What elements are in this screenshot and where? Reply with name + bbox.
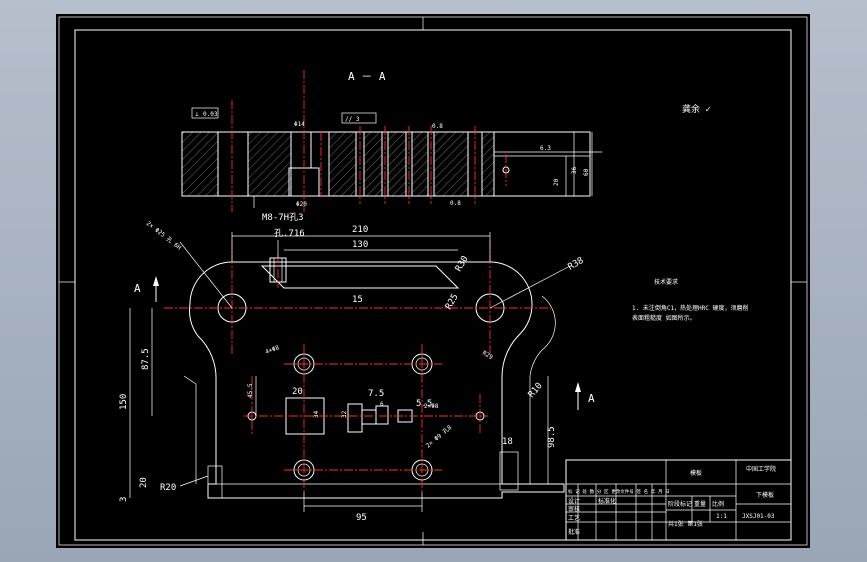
cavity-2: [347, 403, 363, 433]
label-m8: M8-7H孔3: [262, 212, 304, 223]
radius-r30: R30: [454, 254, 471, 273]
notes-title: 技术要求: [654, 278, 678, 286]
dim-34: 34: [313, 410, 320, 418]
tb-approve: 批准: [568, 528, 580, 536]
notes-line-1: 1. 未注倒角C1，热处理HRC 硬度，须磨削: [632, 304, 749, 312]
tb-ratio: 比例: [712, 500, 724, 508]
radius-r20: R20: [160, 483, 176, 493]
tb-process: 工艺: [568, 514, 580, 522]
section-marker-left: A: [134, 282, 141, 295]
tb-sheet: 共1张 第1张: [668, 520, 703, 528]
dim-3: 3: [119, 497, 129, 502]
dim-6: 6: [380, 401, 384, 408]
tb-weight: 重量: [694, 500, 706, 508]
parallel-value: // 3: [345, 116, 360, 123]
notes-line-2: 表面粗糙度 如图所示。: [632, 314, 696, 322]
dim-18: 18: [502, 437, 513, 447]
plate-outline: [183, 261, 565, 499]
tb-checker: 审核: [568, 505, 580, 513]
dim-60: 60: [583, 168, 590, 176]
tol-6-3: 6.3: [540, 145, 551, 152]
long-slot: [260, 265, 460, 289]
tb-drawing-name: 下模板: [756, 491, 774, 499]
section-title: A － A: [348, 70, 386, 83]
section-marker-right: A: [588, 392, 595, 405]
dim-20-right: 20: [553, 178, 560, 186]
cad-drawing-canvas[interactable]: A － A: [56, 14, 810, 548]
dim-phi20: Φ20: [296, 201, 307, 208]
tb-company: 中国工学院: [746, 465, 776, 473]
cavity-4: [375, 405, 389, 425]
dim-87-5: 87.5: [141, 348, 151, 370]
dim-5-5: 5.5: [416, 399, 432, 409]
dim-98-5: 98.5: [547, 426, 557, 448]
parallel-frame: [341, 112, 377, 124]
tb-part-name: 模板: [690, 469, 702, 477]
cavity-3: [361, 409, 377, 425]
dim-95: 95: [356, 513, 367, 523]
dim-210: 210: [352, 225, 368, 235]
tb-header-row: 标 记 处 数 分 区 更改文件号 签 名 年 月 日: [568, 488, 670, 495]
section-view: [181, 70, 591, 212]
roughness-a: 0.8: [432, 123, 443, 130]
tb-designer: 设计: [568, 497, 580, 505]
radius-r10: R10: [527, 381, 545, 400]
dim-36: 36: [571, 166, 578, 174]
tb-stage: 阶段标记: [668, 500, 692, 508]
dim-150: 150: [119, 394, 129, 410]
dim-phi14: Φ14: [294, 121, 305, 128]
label-thread-r: 2×Φ8: [424, 403, 439, 410]
label-holes-top: 2× Φ25 孔 6H: [145, 219, 183, 251]
dim-7-5: 7.5: [368, 389, 384, 399]
dim-20-slot: 20: [292, 387, 303, 397]
flatness-value: 0.03: [203, 111, 218, 118]
dim-32: 32: [341, 410, 348, 418]
title-block: [565, 459, 792, 541]
outer-border: [58, 16, 808, 546]
drawing-sheet: A － A: [56, 14, 810, 548]
label-holes-pin: 2× Φ9 孔8: [424, 423, 453, 449]
radius-r29: R29: [481, 350, 494, 362]
label-holes-mid: 4×Φ8: [264, 344, 280, 356]
perp-symbol: ⊥: [195, 111, 199, 118]
radius-r38: R38: [567, 256, 586, 273]
tb-drawing-no: JXSJ01-03: [742, 513, 775, 520]
dim-20-left: 20: [139, 477, 149, 488]
signoff-text: 龚余 ✓: [682, 103, 711, 115]
radius-r25: R25: [444, 292, 461, 311]
tb-standard: 标准化: [598, 497, 616, 505]
dim-45-5: 45.5: [247, 383, 254, 398]
inner-border: [74, 29, 792, 541]
tb-scale: 1:1: [716, 513, 727, 520]
dim-15: 15: [352, 295, 363, 305]
flatness-frame: [191, 107, 219, 119]
label-m8b: 孔.716: [274, 228, 305, 239]
dim-130: 130: [352, 240, 368, 250]
roughness-b: 0.8: [450, 200, 461, 207]
